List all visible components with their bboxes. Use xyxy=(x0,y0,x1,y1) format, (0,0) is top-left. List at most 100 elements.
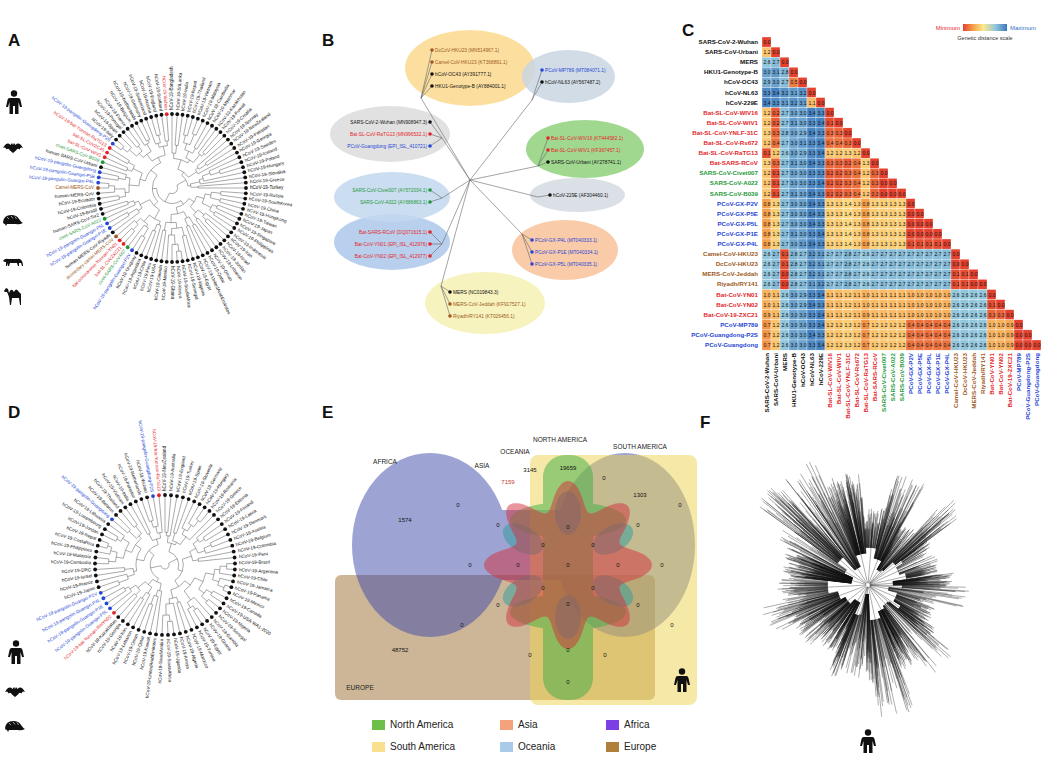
heatmap-cell xyxy=(816,290,825,300)
cell-value: 0.0 xyxy=(907,211,914,216)
heatmap-cell xyxy=(780,219,789,229)
cell-value: 1.4 xyxy=(844,201,851,206)
cell-value: 2.7 xyxy=(943,272,950,277)
heatmap-cell xyxy=(969,340,978,350)
row-label: PCoV-Guangdong-P2S xyxy=(691,332,758,338)
cell-value: 2.7 xyxy=(934,272,941,277)
heatmap-cell xyxy=(906,259,915,269)
cell-value: 1.3 xyxy=(880,221,887,226)
heatmap-cell xyxy=(762,300,771,310)
cell-value: 2.7 xyxy=(835,282,842,287)
heatmap-cell xyxy=(798,148,807,158)
heatmap-cell xyxy=(888,330,897,340)
column-label: PCoV-GX-P2V xyxy=(907,353,913,394)
cell-value: 0.1 xyxy=(826,120,833,125)
cell-value: 2.7 xyxy=(907,282,914,287)
heatmap-cell xyxy=(924,279,933,289)
cell-value: 0.7 xyxy=(862,322,869,327)
cell-value: 0.3 xyxy=(844,191,851,196)
cell-value: 1.3 xyxy=(898,221,905,226)
cell-value: 0.0 xyxy=(880,181,887,186)
tip-dot xyxy=(94,556,98,560)
heatmap-cell xyxy=(798,320,807,330)
cell-value: 0.4 xyxy=(925,332,932,337)
cell-value: 0.4 xyxy=(943,322,950,327)
heatmap-cell xyxy=(870,310,879,320)
cell-value: 2.7 xyxy=(898,252,905,257)
heatmap-cell xyxy=(843,178,852,188)
cell-value: 2.7 xyxy=(934,282,941,287)
cell-value: 1.1 xyxy=(835,302,842,307)
tip-dot xyxy=(244,181,248,185)
clade-label: PCoV-GX-P4L (MT040333.1) xyxy=(535,238,597,243)
heatmap-cell xyxy=(960,269,969,279)
heatmap-cell xyxy=(942,290,951,300)
cell-value: 1.2 xyxy=(862,171,869,176)
heatmap-cell xyxy=(879,330,888,340)
heatmap-cell xyxy=(870,168,879,178)
tip-dot xyxy=(149,115,153,119)
heatmap-cell xyxy=(834,239,843,249)
cell-value: 1.2 xyxy=(763,120,770,125)
row-label: PCoV-MP789 xyxy=(720,322,758,328)
heatmap-cell xyxy=(825,239,834,249)
cell-value: 0.3 xyxy=(835,161,842,166)
heatmap-cell xyxy=(879,320,888,330)
cell-value: 1.3 xyxy=(898,242,905,247)
cell-value: 1.2 xyxy=(772,151,779,156)
heatmap-cell xyxy=(861,209,870,219)
cell-value: 0.0 xyxy=(817,100,824,105)
clade-label: Bat-SL-CoV-WIV16 (KT444582.1) xyxy=(551,136,623,141)
heatmap-cell xyxy=(951,269,960,279)
heatmap-cell xyxy=(924,239,933,249)
region-count: 0 xyxy=(678,502,681,508)
column-label: hCoV-OC43 xyxy=(799,353,805,387)
cell-value: 1.0 xyxy=(907,312,914,317)
cell-value: 0.8 xyxy=(862,211,869,216)
cell-value: 3.0 xyxy=(790,302,797,307)
cell-value: 3.3 xyxy=(817,211,824,216)
heatmap-cell xyxy=(942,269,951,279)
heatmap-cell xyxy=(870,249,879,259)
cell-value: 2.8 xyxy=(844,272,851,277)
cell-value: 2.6 xyxy=(952,302,959,307)
tip-dot xyxy=(548,193,552,197)
cell-value: 0.3 xyxy=(871,181,878,186)
cell-value: 3.0 xyxy=(799,120,806,125)
heatmap-cell xyxy=(915,239,924,249)
row-label: Bat-SL-CoV-WIV16 xyxy=(703,110,758,116)
cell-value: 0.4 xyxy=(853,191,860,196)
heatmap-cell xyxy=(807,290,816,300)
cell-value: 3.1 xyxy=(817,262,824,267)
heatmap-cell xyxy=(969,279,978,289)
heatmap-cell xyxy=(897,199,906,209)
tip-dot xyxy=(96,181,100,185)
region-count: 0 xyxy=(541,542,544,548)
cell-value: 2.7 xyxy=(934,262,941,267)
heatmap-cell xyxy=(843,300,852,310)
heatmap-cell xyxy=(780,77,789,87)
region-count: 0 xyxy=(516,562,519,568)
tip-dot xyxy=(190,628,194,632)
tip-dot xyxy=(135,251,139,255)
heatmap-cell xyxy=(762,330,771,340)
heatmap-cell xyxy=(771,219,780,229)
heatmap-cell xyxy=(888,199,897,209)
heatmap-cell xyxy=(771,209,780,219)
cell-value: 1.3 xyxy=(826,242,833,247)
clade-label: hCoV-NL63 (AY567487.2) xyxy=(545,80,600,85)
cell-value: 0.1 xyxy=(952,282,959,287)
heatmap-cell xyxy=(960,290,969,300)
cell-value: 1.2 xyxy=(871,343,878,348)
row-label: SARS-CoV-2-Wuhan xyxy=(699,39,758,45)
cell-value: 3.3 xyxy=(808,141,815,146)
cell-value: 2.6 xyxy=(862,282,869,287)
tip-dot xyxy=(130,124,134,128)
cell-value: 1.0 xyxy=(934,302,941,307)
cell-value: 3.0 xyxy=(790,292,797,297)
heatmap-cell xyxy=(852,199,861,209)
heatmap-cell xyxy=(762,279,771,289)
cell-value: 1.0 xyxy=(907,302,914,307)
heatmap-cell xyxy=(771,300,780,310)
cell-value: 1.3 xyxy=(763,161,770,166)
